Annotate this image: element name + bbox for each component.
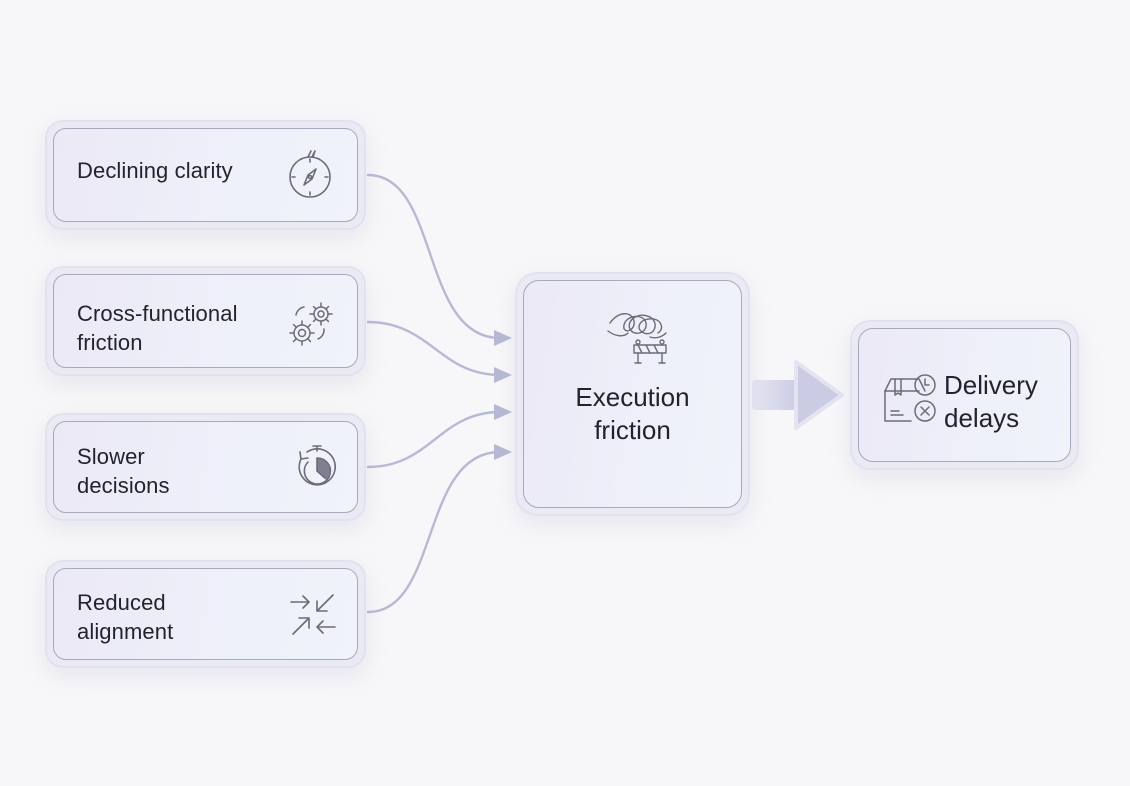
timer-icon [298,445,336,486]
connector-slower-decisions [366,410,502,469]
connector-clarity [366,173,502,340]
connector-cross-functional [366,320,502,377]
tangle-barrier-icon [607,313,667,364]
input-label-line2: friction [77,330,143,355]
output-label-line1: Delivery [944,370,1038,400]
package-clock-icon [884,374,936,422]
arrowhead-1 [494,330,512,346]
input-label-line2: decisions [77,473,170,498]
gears-icon [289,302,333,346]
input-label-line1: Slower [77,444,145,469]
input-box-declining-clarity: Declining clarity [45,120,366,230]
input-label-line1: Declining clarity [77,158,233,183]
input-box-reduced-alignment: Reduced alignment [45,560,366,668]
center-label-line1: Execution [575,382,690,412]
center-label-line2: friction [594,415,671,445]
converging-arrows-icon [290,594,336,635]
input-label-line1: Reduced [77,590,166,615]
input-label-line2: alignment [77,619,174,644]
big-arrow [752,360,844,430]
arrowhead-2 [494,367,512,383]
output-label-line2: delays [944,403,1020,433]
center-box-execution-friction: Execution friction [515,272,750,516]
arrowhead-3 [494,404,512,420]
input-box-cross-functional-friction: Cross-functional friction [45,266,366,376]
output-box-delivery-delays: Delivery delays [850,320,1079,470]
arrowhead-4 [494,444,512,460]
input-box-slower-decisions: Slower decisions [45,413,366,521]
connector-reduced-alignment [366,450,502,614]
input-label-line1: Cross-functional [77,301,238,326]
compass-icon [289,150,331,198]
